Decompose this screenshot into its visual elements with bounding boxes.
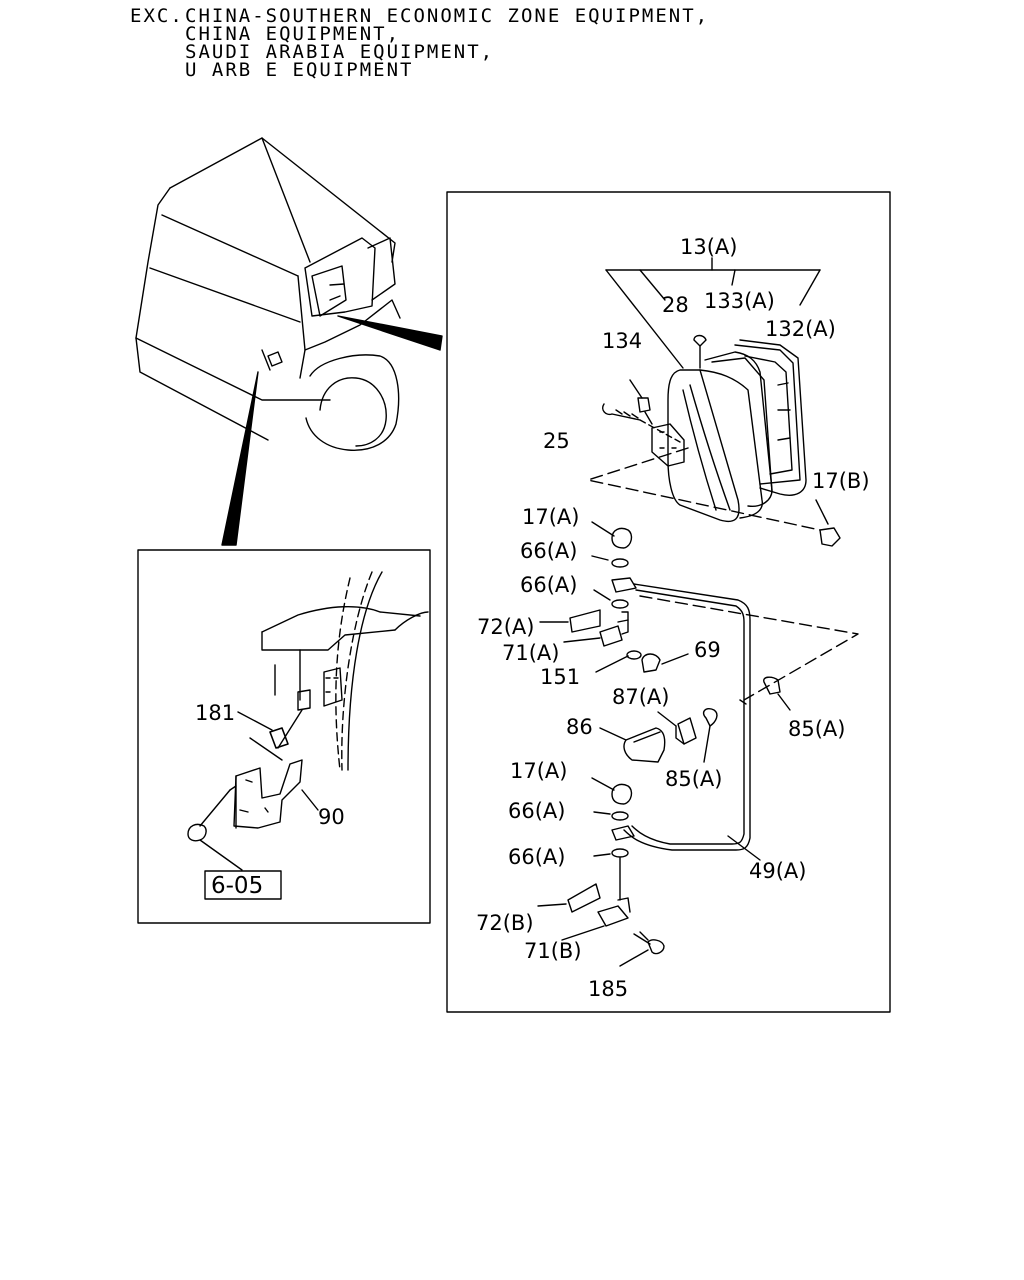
callout-66a-3: 66(A) (508, 799, 565, 823)
callout-28: 28 (662, 293, 689, 317)
header-line-3: SAUDI ARABIA EQUIPMENT, (185, 41, 495, 63)
callout-185: 185 (588, 977, 628, 1001)
inset-frame (137, 549, 431, 924)
callout-17b: 17(B) (812, 469, 870, 493)
ref-box (204, 870, 282, 900)
callout-132a: 132(A) (765, 317, 836, 341)
callout-72a: 72(A) (477, 615, 534, 639)
callout-86: 86 (566, 715, 593, 739)
callout-25: 25 (543, 429, 570, 453)
callout-66a-1: 66(A) (520, 539, 577, 563)
callout-71b: 71(B) (524, 939, 582, 963)
callout-87a: 87(A) (612, 685, 669, 709)
callout-71a: 71(A) (502, 641, 559, 665)
inset-drawing (187, 571, 429, 842)
callout-134: 134 (602, 329, 642, 353)
main-frame (446, 191, 891, 1013)
callout-181: 181 (195, 701, 235, 725)
callout-17a-1: 17(A) (522, 505, 579, 529)
callout-66a-2: 66(A) (520, 573, 577, 597)
header-prefix: EXC. (130, 5, 184, 27)
callout-72b: 72(B) (476, 911, 534, 935)
callout-ref[interactable]: 6-05 (211, 873, 263, 899)
header-line-1: CHINA-SOUTHERN ECONOMIC ZONE EQUIPMENT, (185, 5, 710, 27)
callout-13a: 13(A) (680, 235, 737, 259)
callout-66a-4: 66(A) (508, 845, 565, 869)
callout-90: 90 (318, 805, 345, 829)
callout-17a-2: 17(A) (510, 759, 567, 783)
mirror-assembly (651, 334, 807, 523)
callout-151: 151 (540, 665, 580, 689)
header-line-2: CHINA EQUIPMENT, (185, 23, 401, 45)
callout-85a-1: 85(A) (788, 717, 845, 741)
callout-85a-2: 85(A) (665, 767, 722, 791)
header-line-4: U ARB E EQUIPMENT (185, 59, 414, 81)
callout-49a: 49(A) (749, 859, 806, 883)
callout-69: 69 (694, 638, 721, 662)
callout-133a: 133(A) (704, 289, 775, 313)
cab-illustration (135, 137, 401, 451)
